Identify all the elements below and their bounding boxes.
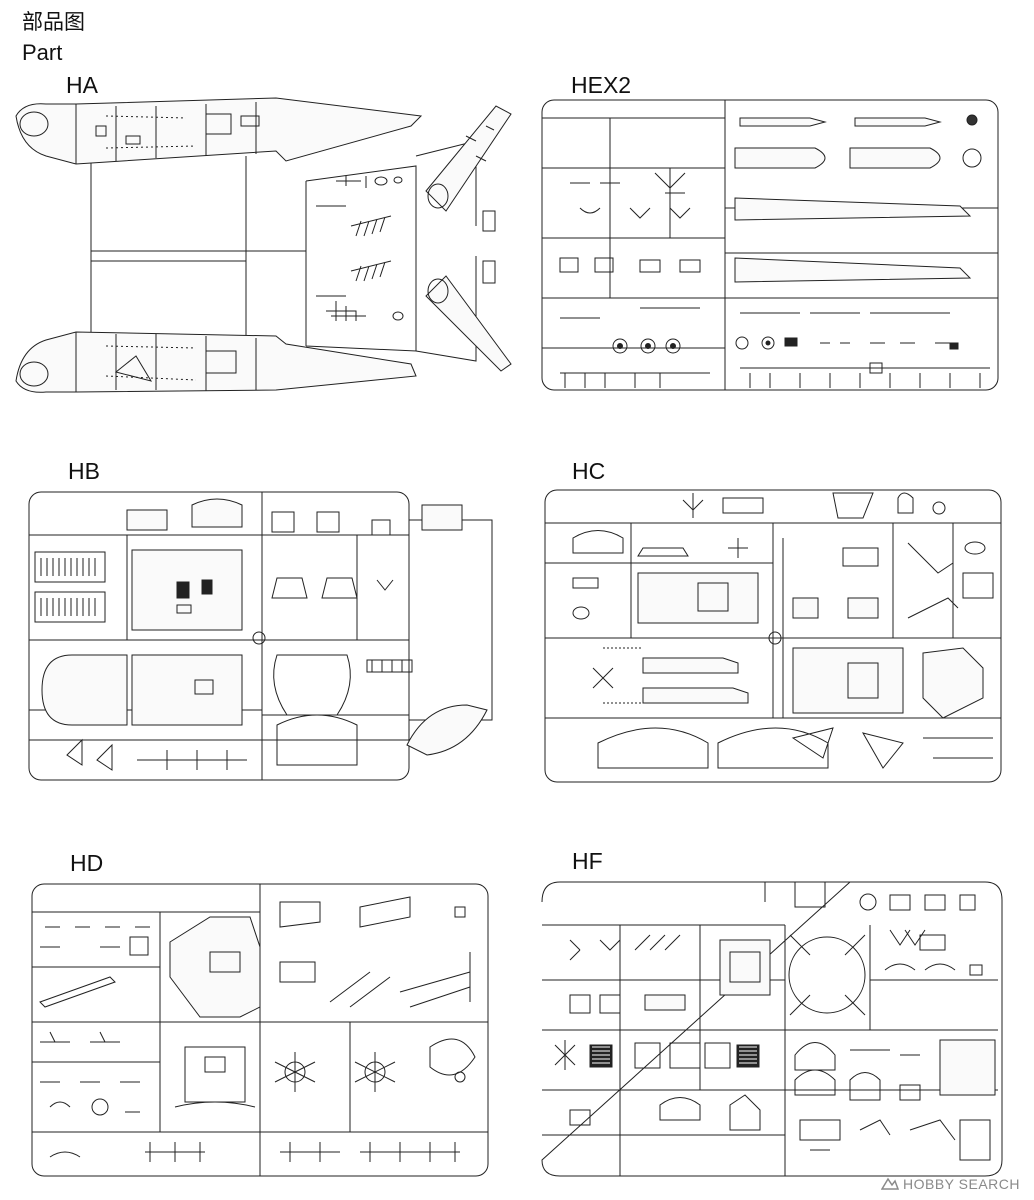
sprue-hex2-drawing bbox=[540, 98, 1002, 394]
sprue-hc-drawing bbox=[543, 488, 1005, 786]
watermark-text: HOBBY SEARCH bbox=[903, 1176, 1020, 1192]
sprue-label-hf: HF bbox=[572, 848, 603, 874]
watermark: HOBBY SEARCH bbox=[881, 1176, 1020, 1192]
sprue-label-hex2: HEX2 bbox=[571, 72, 632, 98]
sprue-hd-drawing bbox=[30, 882, 492, 1180]
page-title-english: Part bbox=[22, 40, 63, 65]
sprue-label-ha: HA bbox=[66, 72, 98, 98]
page-title-chinese: 部品图 bbox=[22, 10, 85, 34]
sprue-label-hd: HD bbox=[70, 850, 104, 876]
hobby-search-logo-icon bbox=[881, 1177, 899, 1190]
sprue-ha-drawing bbox=[6, 96, 526, 396]
sprue-label-hb: HB bbox=[68, 458, 100, 484]
sprue-label-hc: HC bbox=[572, 458, 606, 484]
sprue-hf-drawing bbox=[540, 880, 1006, 1180]
sprue-hb-drawing bbox=[27, 490, 497, 785]
